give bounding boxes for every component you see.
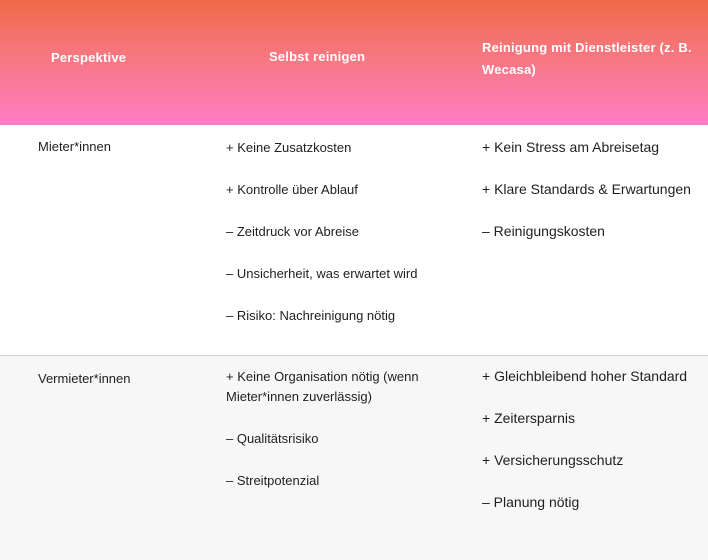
- list-item: + Keine Organisation nötig (wenn Mieter*…: [226, 369, 419, 404]
- perspective-cell: Mieter*innen: [38, 139, 111, 154]
- header-provider-cleaning: Reinigung mit Dienstleister (z. B. Wecas…: [482, 40, 692, 77]
- list-item: – Reinigungskosten: [482, 223, 605, 239]
- list-item: + Gleichbleibend hoher Standard: [482, 368, 688, 384]
- list-item: – Risiko: Nachreinigung nötig: [226, 308, 396, 323]
- table-header: Perspektive Selbst reinigen Reinigung mi…: [0, 0, 708, 125]
- provider-cleaning-list: + Gleichbleibend hoher Standard + Zeiter…: [482, 366, 702, 513]
- list-item: – Unsicherheit, was erwartet wird: [226, 266, 418, 281]
- list-item: + Zeitersparnis: [482, 410, 575, 426]
- self-cleaning-list: + Keine Zusatzkosten + Kontrolle über Ab…: [226, 138, 466, 326]
- header-perspective: Perspektive: [51, 50, 127, 65]
- self-cleaning-cell: + Keine Organisation nötig (wenn Mieter*…: [226, 367, 466, 513]
- table-row-tenants: Mieter*innen + Keine Zusatzkosten + Kont…: [0, 125, 708, 356]
- list-item: + Kontrolle über Ablauf: [226, 182, 358, 197]
- self-cleaning-cell: + Keine Zusatzkosten + Kontrolle über Ab…: [226, 138, 466, 348]
- provider-cleaning-cell: + Kein Stress am Abreisetag + Klare Stan…: [482, 137, 702, 263]
- list-item: – Qualitätsrisiko: [226, 431, 319, 446]
- list-item: + Klare Standards & Erwartungen: [482, 181, 691, 197]
- list-item: + Versicherungsschutz: [482, 452, 624, 468]
- list-item: – Streitpotenzial: [226, 473, 320, 488]
- list-item: – Zeitdruck vor Abreise: [226, 224, 359, 239]
- list-item: – Planung nötig: [482, 494, 580, 510]
- provider-cleaning-list: + Kein Stress am Abreisetag + Klare Stan…: [482, 137, 702, 242]
- list-item: + Keine Zusatzkosten: [226, 140, 352, 155]
- self-cleaning-list: + Keine Organisation nötig (wenn Mieter*…: [226, 367, 466, 491]
- perspective-cell: Vermieter*innen: [38, 371, 131, 386]
- table-row-landlords: Vermieter*innen + Keine Organisation nöt…: [0, 356, 708, 560]
- list-item: + Kein Stress am Abreisetag: [482, 139, 660, 155]
- header-self-cleaning: Selbst reinigen: [269, 49, 366, 64]
- provider-cleaning-cell: + Gleichbleibend hoher Standard + Zeiter…: [482, 366, 702, 534]
